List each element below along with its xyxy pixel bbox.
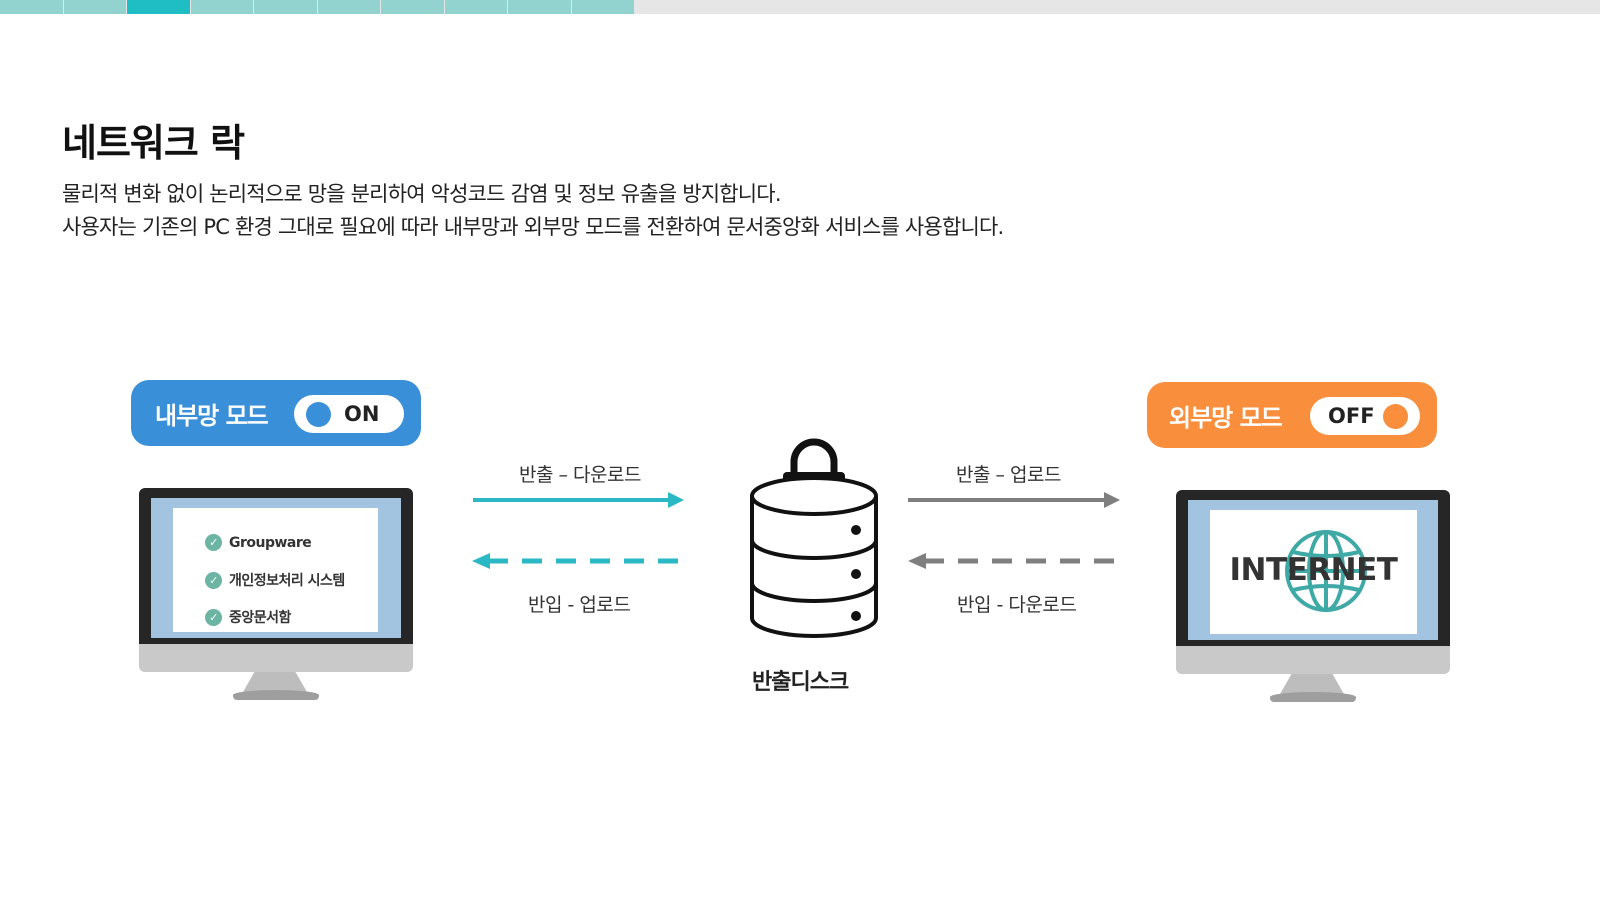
arrow-head (668, 492, 684, 508)
progress-segment (63, 0, 126, 14)
progress-segment (317, 0, 380, 14)
monitor-screen: ✓ Groupware ✓ 개인정보처리 시스템 ✓ 중앙문서함 (151, 498, 401, 638)
export-disk-label: 반출디스크 (752, 670, 849, 695)
arrow-head (1104, 492, 1120, 508)
internal-toggle-state: ON (344, 402, 380, 426)
progress-segment (381, 0, 444, 14)
external-toggle-state: OFF (1328, 404, 1375, 428)
progress-segment (254, 0, 317, 14)
import-upload-label: 반입 - 업로드 (528, 594, 631, 616)
monitor-stand (243, 672, 307, 692)
progress-segment (571, 0, 634, 14)
system-item-label: 중앙문서함 (229, 610, 291, 626)
export-upload-label: 반출 – 업로드 (956, 464, 1061, 486)
internal-mode-toggle[interactable]: ON (294, 395, 404, 433)
page-title: 네트워크 락 (62, 121, 245, 165)
system-item: ✓ Groupware (205, 534, 312, 551)
internal-systems-panel: ✓ Groupware ✓ 개인정보처리 시스템 ✓ 중앙문서함 (173, 508, 378, 632)
check-circle-icon: ✓ (205, 571, 222, 589)
internet-panel: INTERNET (1210, 510, 1417, 634)
monitor-chin (1176, 646, 1450, 674)
check-circle-icon: ✓ (205, 608, 222, 626)
progress-segment (444, 0, 507, 14)
arrow-head (472, 553, 490, 569)
slide-progress-bar (0, 0, 1600, 14)
globe-icon (1285, 530, 1367, 612)
description-line-1: 물리적 변화 없이 논리적으로 망을 분리하여 악성코드 감염 및 정보 유출을… (62, 182, 782, 206)
external-mode-label: 외부망 모드 (1169, 404, 1283, 432)
import-download-label: 반입 - 다운로드 (957, 594, 1077, 616)
locked-database-icon (750, 438, 878, 638)
monitor-screen: INTERNET (1188, 500, 1438, 640)
external-mode-badge: 외부망 모드 OFF (1147, 382, 1437, 448)
system-item: ✓ 중앙문서함 (205, 607, 291, 627)
export-download-label: 반출 – 다운로드 (519, 464, 641, 486)
check-circle-icon: ✓ (205, 534, 222, 551)
internal-mode-badge: 내부망 모드 ON (131, 380, 421, 446)
monitor-stand (1280, 674, 1344, 694)
internet-label: INTERNET (1229, 552, 1398, 588)
system-item-label: Groupware (229, 534, 312, 551)
system-item: ✓ 개인정보처리 시스템 (205, 570, 345, 590)
arrow-head (908, 553, 926, 569)
progress-segment-active (127, 0, 190, 14)
toggle-knob (306, 402, 331, 427)
external-mode-toggle[interactable]: OFF (1310, 397, 1420, 435)
description-line-2: 사용자는 기존의 PC 환경 그대로 필요에 따라 내부망과 외부망 모드를 전… (62, 215, 1004, 239)
progress-segment (0, 0, 63, 14)
progress-segment (508, 0, 571, 14)
monitor-chin (139, 644, 413, 672)
monitor-base (233, 690, 319, 700)
monitor-base (1270, 692, 1356, 702)
internal-mode-label: 내부망 모드 (155, 402, 269, 430)
system-item-label: 개인정보처리 시스템 (229, 573, 345, 589)
progress-segment (190, 0, 253, 14)
toggle-knob (1383, 404, 1408, 429)
